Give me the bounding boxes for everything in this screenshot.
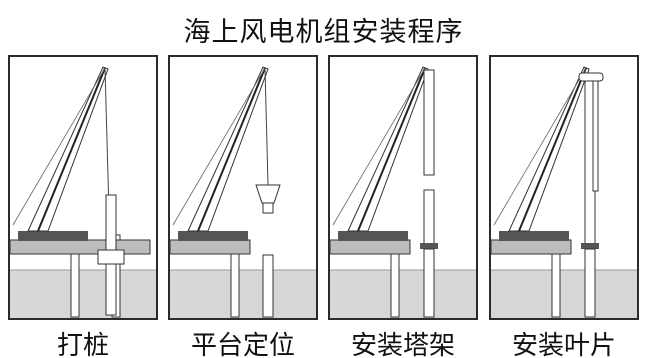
platform-illustration <box>168 55 318 320</box>
panel-tower <box>328 55 478 320</box>
piling-illustration <box>8 55 158 320</box>
seabed <box>491 270 637 318</box>
panel-blades <box>489 55 639 320</box>
panel-platform <box>168 55 318 320</box>
seabed <box>170 270 316 318</box>
seabed <box>10 270 156 318</box>
tower-illustration <box>328 55 478 320</box>
panel-caption-platform: 平台定位 <box>190 331 295 358</box>
panel-caption-tower: 安装塔架 <box>350 331 455 358</box>
blades-illustration <box>489 55 639 320</box>
diagram-title: 海上风电机组安装程序 <box>183 17 464 48</box>
panel-piling <box>8 55 158 320</box>
seabed <box>330 270 476 318</box>
panel-caption-blades: 安装叶片 <box>511 331 616 358</box>
jackup-hull <box>9 239 151 255</box>
panel-caption-piling: 打桩 <box>56 331 109 358</box>
